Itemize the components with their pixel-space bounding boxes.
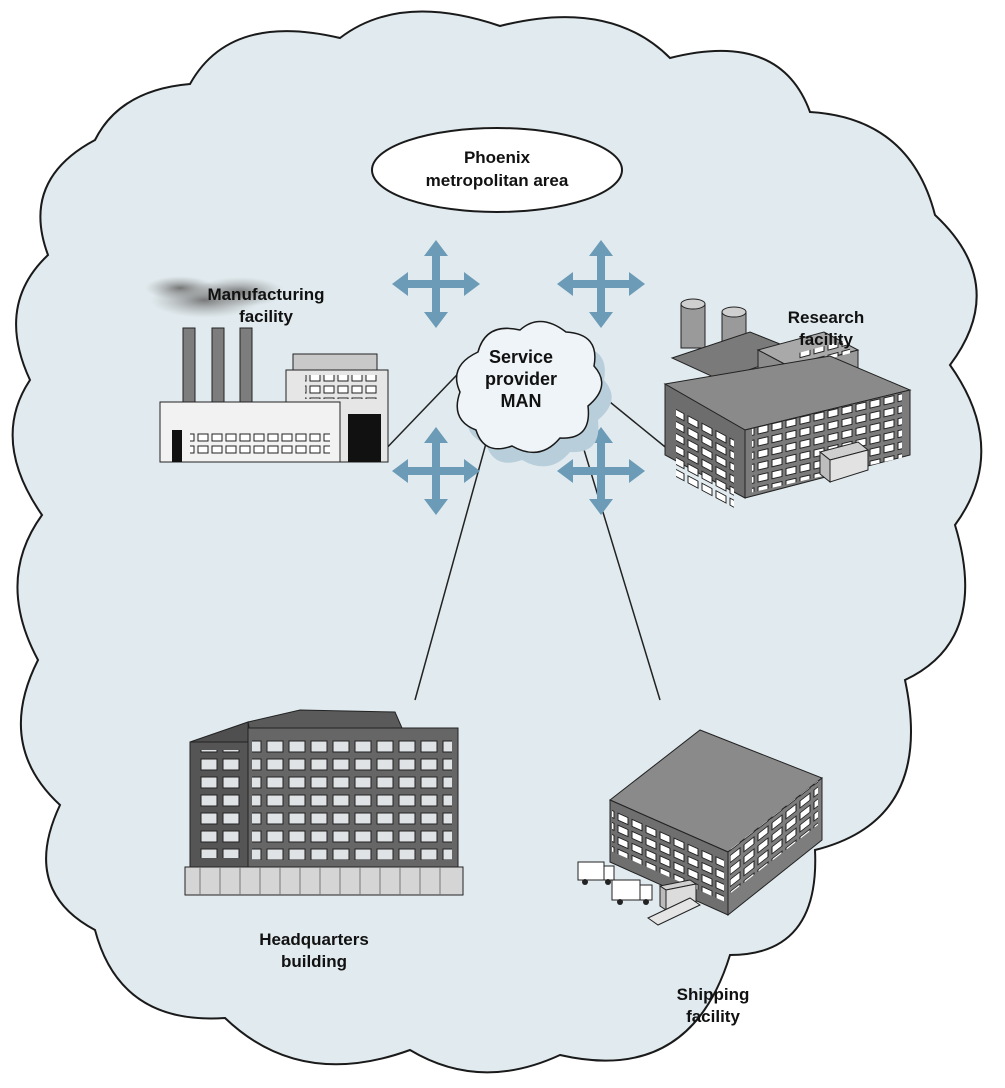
link-headquarters — [414, 399, 499, 701]
manufacturing-label-line2: facility — [239, 307, 293, 326]
region-label-line2: metropolitan area — [426, 171, 569, 190]
service-provider-label-line2: provider — [485, 369, 557, 389]
service-provider-label-line3: MAN — [501, 391, 542, 411]
office-tower-icon — [184, 709, 464, 896]
region-label-ellipse — [371, 127, 623, 213]
headquarters-label-line1: Headquarters — [259, 930, 369, 949]
factory-icon — [145, 276, 389, 463]
service-provider-label-line1: Service — [489, 347, 553, 367]
manufacturing-label-line1: Manufacturing — [207, 285, 324, 304]
research-building-icon — [663, 298, 912, 511]
link-shipping — [574, 419, 661, 701]
headquarters-label-line2: building — [281, 952, 347, 971]
research-label-line2: facility — [799, 330, 853, 349]
research-label-line1: Research — [788, 308, 865, 327]
service-provider-cloud — [455, 320, 612, 467]
region-label-line1: Phoenix — [464, 148, 531, 167]
warehouse-icon — [577, 729, 823, 926]
shipping-label-line2: facility — [686, 1007, 740, 1026]
shipping-label-line1: Shipping — [677, 985, 750, 1004]
